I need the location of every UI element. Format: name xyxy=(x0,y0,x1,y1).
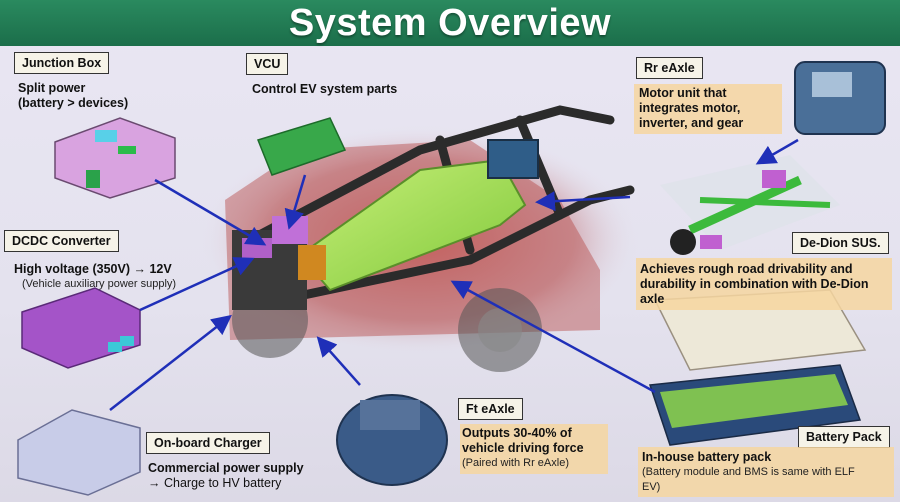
charger-image xyxy=(17,409,141,496)
battery-pack-label: Battery Pack xyxy=(798,426,890,448)
dcdc-image xyxy=(21,287,141,369)
charger-desc-line2: → Charge to HV battery xyxy=(148,476,282,490)
arrow-junction-box xyxy=(154,178,267,246)
dedion-desc-line2: durability in combination with De-Dion xyxy=(640,277,869,291)
dedion-desc-line3: axle xyxy=(640,292,665,306)
arrow-dcdc xyxy=(139,257,255,312)
battery-pack-highlight xyxy=(638,447,894,497)
dcdc-label: DCDC Converter xyxy=(4,230,119,252)
arrow-rr-eaxle xyxy=(755,138,799,165)
battery-pack-desc-line3: EV) xyxy=(642,481,661,493)
rr-eaxle-desc-line2: integrates motor, xyxy=(639,101,741,115)
pointer-arrows xyxy=(109,138,799,411)
slide-title: System Overview xyxy=(288,2,612,44)
battery-pack-desc-line1: In-house battery pack xyxy=(642,450,772,464)
dedion-image xyxy=(660,155,840,255)
junction-box-desc-line1: Split power xyxy=(18,81,86,95)
ft-eaxle-label: Ft eAxle xyxy=(458,398,523,420)
rr-eaxle-desc: Motor unit that integrates motor, invert… xyxy=(639,86,743,131)
ft-eaxle-desc: Outputs 30-40% of vehicle driving force … xyxy=(462,426,584,471)
ft-eaxle-image xyxy=(336,394,448,486)
rr-eaxle-highlight xyxy=(634,84,782,134)
charger-desc-line1: Commercial power supply xyxy=(148,461,304,475)
rr-eaxle-image xyxy=(794,61,886,135)
charger-desc: Commercial power supply → Charge to HV b… xyxy=(148,461,304,491)
title-bar xyxy=(0,0,900,46)
arrow-battery-pack xyxy=(450,280,656,394)
ft-eaxle-highlight xyxy=(460,424,608,474)
arrow-charger xyxy=(109,314,232,411)
dcdc-desc-line2: (Vehicle auxiliary power supply) xyxy=(22,278,177,290)
battery-pack-desc-line2: (Battery module and BMS is same with ELF xyxy=(642,466,855,478)
ft-eaxle-desc-line1: Outputs 30-40% of xyxy=(462,426,572,440)
vcu-label: VCU xyxy=(246,53,289,75)
ft-eaxle-desc-line2: vehicle driving force xyxy=(462,441,584,455)
dedion-highlight xyxy=(636,258,892,310)
ft-eaxle-desc-line3: (Paired with Rr eAxle) xyxy=(462,457,569,469)
vcu-image xyxy=(257,117,347,176)
junction-box-image xyxy=(54,117,176,199)
battery-pack-image xyxy=(648,289,867,446)
junction-box-label: Junction Box xyxy=(14,52,110,74)
dedion-desc: Achieves rough road drivability and dura… xyxy=(640,262,868,307)
rr-eaxle-desc-line1: Motor unit that xyxy=(639,86,727,100)
dcdc-desc-line1: High voltage (350V) → 12V xyxy=(14,262,172,276)
arrow-battery-center xyxy=(535,191,631,212)
vcu-desc: Control EV system parts xyxy=(252,82,398,96)
chassis-battery xyxy=(298,158,527,292)
arrow-vcu xyxy=(284,174,307,230)
junction-box-desc: Split power (battery > devices) xyxy=(18,81,128,111)
rr-eaxle-desc-line3: inverter, and gear xyxy=(639,116,744,130)
battery-pack-desc: In-house battery pack (Battery module an… xyxy=(642,450,855,495)
charger-label: On-board Charger xyxy=(146,432,270,454)
dedion-desc-line1: Achieves rough road drivability and xyxy=(640,262,853,276)
dcdc-desc: High voltage (350V) → 12V (Vehicle auxil… xyxy=(14,262,176,292)
arrow-ft-eaxle xyxy=(316,336,361,386)
dedion-label: De-Dion SUS. xyxy=(792,232,889,254)
rr-eaxle-label: Rr eAxle xyxy=(636,57,703,79)
junction-box-desc-line2: (battery > devices) xyxy=(18,96,129,110)
chassis-rear-eaxle xyxy=(487,139,539,179)
